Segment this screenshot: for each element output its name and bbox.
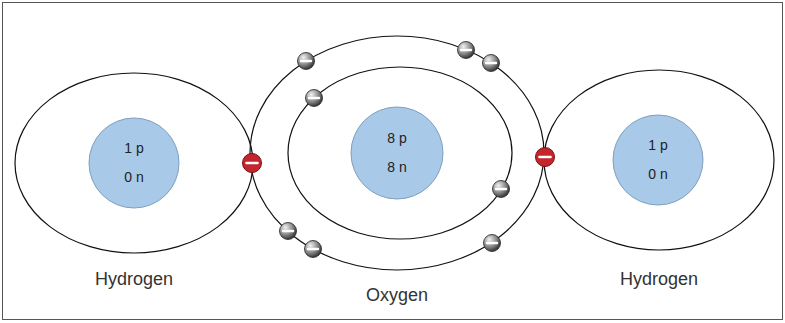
atom-name: Hydrogen bbox=[620, 268, 698, 290]
electron bbox=[484, 235, 501, 252]
electron bbox=[493, 181, 510, 198]
proton-count: 1 p bbox=[648, 137, 667, 154]
electron bbox=[306, 90, 323, 107]
oxygen-inner-orbit bbox=[288, 67, 512, 239]
nucleus-circle: 8 p 8 n bbox=[350, 106, 444, 200]
shared-electron bbox=[243, 154, 262, 173]
nucleus-fill bbox=[613, 115, 703, 205]
hydrogen-orbit bbox=[15, 73, 253, 253]
electron bbox=[483, 55, 500, 72]
proton-count: 1 p bbox=[124, 140, 143, 157]
nucleus-outline bbox=[88, 117, 180, 209]
oxygen-outer-orbit bbox=[250, 36, 544, 270]
nucleus-fill bbox=[351, 107, 443, 199]
electron bbox=[305, 241, 322, 258]
neutron-count: 0 n bbox=[124, 169, 143, 186]
nucleus-outline bbox=[612, 114, 704, 206]
neutron-count: 8 n bbox=[387, 159, 406, 176]
nucleus-circle: 1 p 0 n bbox=[612, 114, 704, 206]
frame-border bbox=[3, 3, 783, 320]
electron bbox=[458, 42, 475, 59]
nucleus-circle: 1 p 0 n bbox=[88, 117, 180, 209]
neutron-count: 0 n bbox=[648, 166, 667, 183]
atom-name: Oxygen bbox=[366, 284, 428, 306]
proton-count: 8 p bbox=[387, 130, 406, 147]
atom-name: Hydrogen bbox=[95, 268, 173, 290]
hydrogen-orbit bbox=[544, 70, 774, 250]
shared-electron bbox=[536, 148, 555, 167]
electron bbox=[280, 223, 297, 240]
nucleus-fill bbox=[89, 118, 179, 208]
electron bbox=[298, 53, 315, 70]
nucleus-outline bbox=[350, 106, 444, 200]
